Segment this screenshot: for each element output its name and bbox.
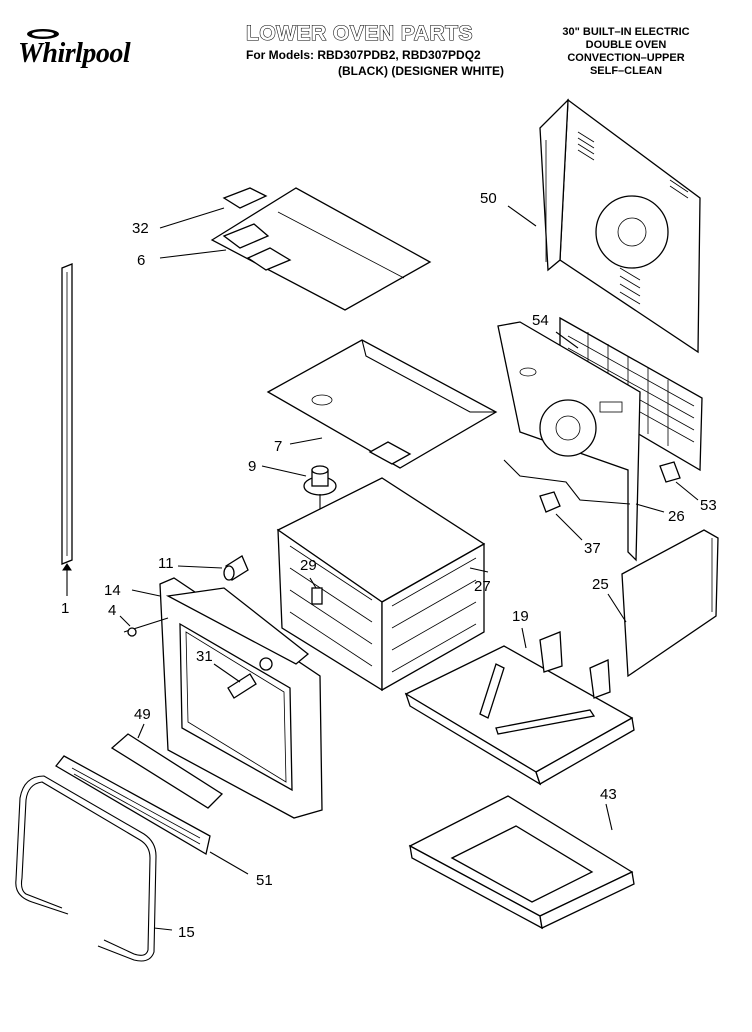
callout-51: 51 (256, 872, 273, 889)
part-6-top-cover (159, 187, 432, 311)
part-1-side-strip (61, 263, 73, 596)
part-27-oven-cavity (276, 477, 489, 692)
callout-7: 7 (274, 438, 283, 455)
spec-line: DOUBLE OVEN (585, 39, 667, 51)
callout-43: 43 (600, 786, 617, 803)
page-title: LOWER OVEN PARTS (245, 21, 473, 45)
callout-32: 32 (132, 220, 149, 237)
callout-37: 37 (584, 540, 601, 557)
part-29-probe-jack (309, 577, 323, 605)
part-53-clip (659, 461, 699, 501)
brand-name: Whirlpool (18, 38, 131, 69)
part-50-rear-panel (507, 98, 701, 354)
spec-line: 30" BUILT–IN ELECTRIC (562, 26, 690, 38)
callout-6: 6 (137, 252, 146, 269)
callout-1: 1 (61, 600, 70, 617)
part-31-knob (213, 657, 273, 699)
callout-26: 26 (668, 508, 685, 525)
callout-25: 25 (592, 576, 609, 593)
part-32-bracket (159, 187, 268, 229)
part-37-bracket (539, 491, 583, 541)
callout-27: 27 (474, 578, 491, 595)
callout-4: 4 (108, 602, 117, 619)
models-line: For Models: RBD307PDB2, RBD307PDQ2 (246, 48, 481, 62)
spec-line: CONVECTION–UPPER (567, 52, 685, 64)
callout-31: 31 (196, 648, 213, 665)
part-51-vent-trim (55, 755, 249, 875)
part-11-connector (177, 555, 249, 581)
callout-29: 29 (300, 557, 317, 574)
callout-53: 53 (700, 497, 717, 514)
part-4-screw (119, 615, 169, 637)
part-14-front-frame (131, 577, 323, 819)
part-15-door-gasket (15, 775, 173, 962)
callout-9: 9 (248, 458, 257, 475)
part-43-bottom-pan (408, 795, 635, 930)
callout-50: 50 (480, 190, 497, 207)
part-19-oven-bottom (404, 627, 635, 786)
part-26-rear-wall (497, 321, 665, 562)
part-25-side-panel (607, 529, 719, 678)
logo-badge-icon (27, 29, 59, 39)
callout-54: 54 (532, 312, 549, 329)
callout-49: 49 (134, 706, 151, 723)
part-7-baffle (266, 339, 498, 469)
callout-14: 14 (104, 582, 121, 599)
colors-line: (BLACK) (DESIGNER WHITE) (338, 64, 504, 78)
spec-line: SELF–CLEAN (589, 65, 663, 77)
whirlpool-logo: Whirlpool (4, 29, 164, 76)
callout-11: 11 (158, 555, 174, 572)
callout-19: 19 (512, 608, 529, 625)
callout-15: 15 (178, 924, 195, 941)
part-49-trim (110, 723, 224, 809)
